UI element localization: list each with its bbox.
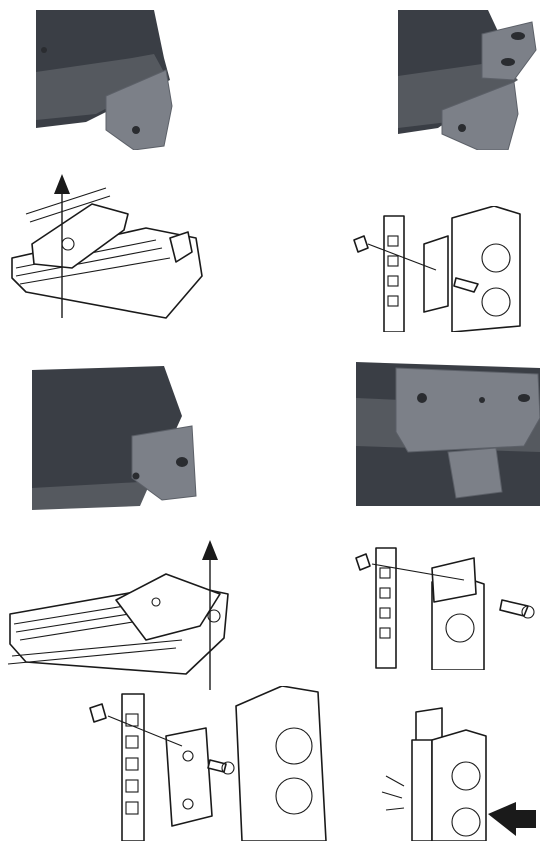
drawing-panel-2 bbox=[344, 206, 540, 332]
drawing-panel-4 bbox=[352, 544, 540, 670]
drawing-panel-3 bbox=[6, 540, 232, 690]
photo-panel-1 bbox=[36, 10, 176, 150]
drawing-panel-5 bbox=[86, 686, 332, 841]
photo-panel-3 bbox=[32, 366, 208, 516]
photo-panel-2 bbox=[398, 10, 538, 150]
drawing-panel-6 bbox=[376, 704, 540, 841]
photo-panel-4 bbox=[356, 362, 540, 506]
drawing-panel-1 bbox=[6, 168, 206, 328]
